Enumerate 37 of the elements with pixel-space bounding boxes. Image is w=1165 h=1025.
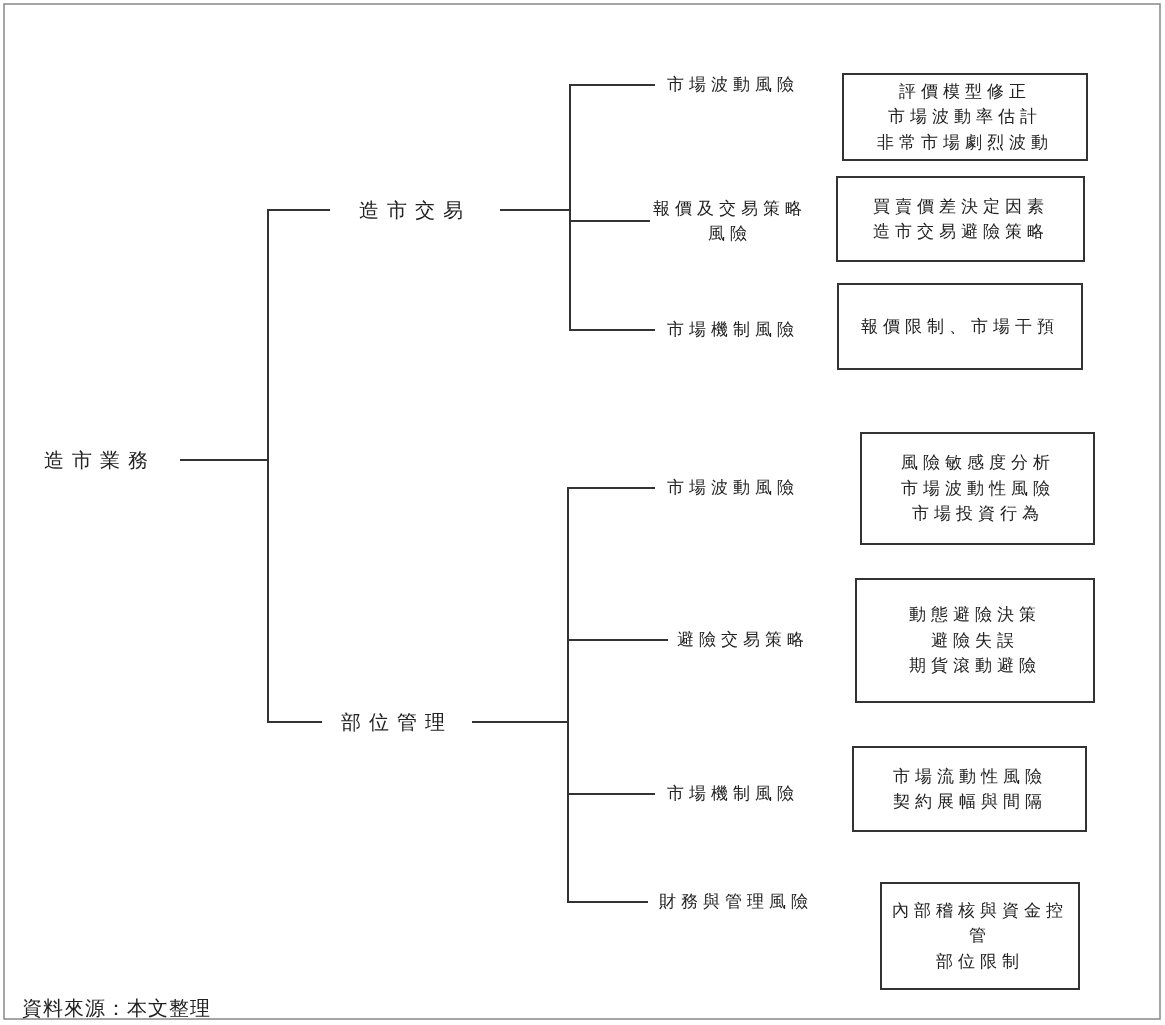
- item-box: [852, 746, 1087, 832]
- branch-label: 市場波動風險: [655, 68, 810, 102]
- item-text: 市場流動性風險: [892, 764, 1047, 788]
- branch-label: 造市交易: [330, 192, 500, 228]
- item-text: 避險失誤: [931, 628, 1019, 652]
- item-text: 造市交易避險策略: [872, 220, 1049, 243]
- item-text: 風險敏感度分析: [900, 451, 1055, 475]
- item-box: [855, 578, 1095, 703]
- item-text: 市場波動率估計: [888, 105, 1042, 129]
- branch-label: 財務與管理風險: [648, 885, 823, 919]
- item-box: [836, 176, 1085, 262]
- connector-line: [471, 721, 649, 903]
- branch-label: 避險交易策略: [668, 623, 818, 657]
- item-text: 報價限制、市場干預: [861, 314, 1059, 338]
- item-text: 內部稽核與資金控管: [891, 898, 1069, 948]
- branch-label: 部位管理: [322, 704, 472, 740]
- item-box: [860, 432, 1095, 545]
- item-text: 評價模型修正: [899, 79, 1031, 103]
- item-box: [880, 882, 1080, 990]
- item-text: 市場投資行為: [911, 502, 1044, 526]
- item-text: 期貨滾動避險: [909, 654, 1041, 678]
- item-box: [837, 283, 1083, 370]
- branch-label: 市場機制風險: [655, 777, 810, 811]
- item-text: 動態避險決策: [909, 603, 1041, 627]
- connector-line: [499, 209, 656, 331]
- source-note: 資料來源：本文整理: [22, 995, 211, 1022]
- branch-label: 報價及交易策略風險: [650, 192, 810, 250]
- item-text: 非常市場劇烈波動: [877, 130, 1053, 154]
- connector-line: [179, 459, 323, 723]
- branch-label: 市場波動風險: [655, 471, 810, 505]
- branch-label: 造市業務: [20, 442, 180, 478]
- item-box: [842, 73, 1088, 161]
- item-text: 部位限制: [936, 949, 1024, 973]
- item-text: 買賣價差決定因素: [872, 194, 1049, 218]
- item-text: 市場波動性風險: [900, 476, 1055, 500]
- branch-label: 市場機制風險: [655, 313, 810, 347]
- item-text: 契約展幅與間隔: [892, 790, 1047, 813]
